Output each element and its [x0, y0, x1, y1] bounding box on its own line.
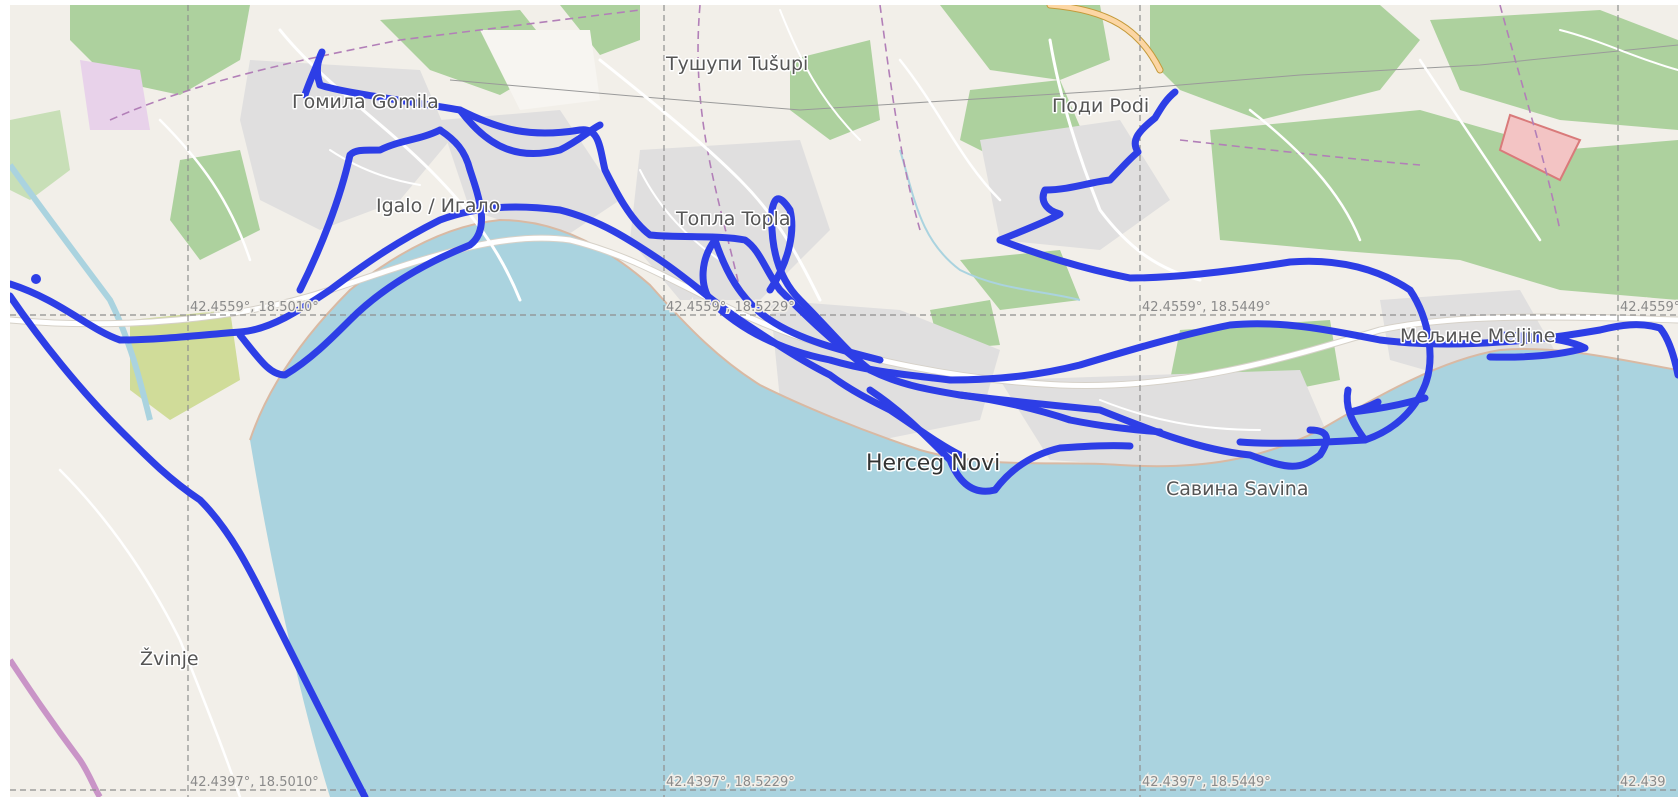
place-labels: Гомила Gomila Тушупи Tušupi Поди Podi Ig…: [139, 52, 1557, 672]
railway-line: [10, 658, 103, 797]
power-line: [449, 44, 1678, 111]
sea: [250, 220, 1678, 797]
track-start-marker: [31, 274, 41, 284]
grid-label-top-1: 42.4559°, 18.5010°: [190, 300, 319, 315]
place-igalo: Igalo / Игало: [376, 195, 500, 217]
place-tusupi: Тушупи Tušupi: [665, 53, 808, 75]
stream: [899, 149, 1081, 301]
place-podi: Поди Podi: [1052, 95, 1149, 117]
place-zvinje: Žvinje: [140, 647, 199, 670]
grid-labels: 42.4559°, 18.5010° 42.4559°, 18.5229° 42…: [189, 299, 1678, 792]
main-road-fill: [1047, 5, 1163, 73]
coastline: [249, 218, 1678, 468]
gps-track: [10, 48, 1678, 797]
grid-label-bottom-2: 42.4397°, 18.5229°: [666, 775, 795, 790]
grid-label-bottom-1: 42.4397°, 18.5010°: [190, 775, 319, 790]
place-meljine: Мељине Meljine: [1400, 325, 1555, 347]
place-topla: Топла Topla: [675, 208, 790, 230]
grid-label-bottom-4: 42.439: [1620, 775, 1666, 790]
grid-label-bottom-3: 42.4397°, 18.5449°: [1142, 775, 1271, 790]
grid-label-top-3: 42.4559°, 18.5449°: [1142, 300, 1271, 315]
grid-label-top-2: 42.4559°, 18.5229°: [666, 300, 795, 315]
place-herceg-novi: Herceg Novi: [866, 451, 1000, 476]
river: [10, 163, 153, 421]
grid-label-top-4: 42.4559°: [1620, 300, 1678, 315]
place-gomila: Гомила Gomila: [292, 91, 439, 113]
place-savina: Савина Savina: [1166, 478, 1308, 500]
admin-borders: [109, 5, 1561, 291]
